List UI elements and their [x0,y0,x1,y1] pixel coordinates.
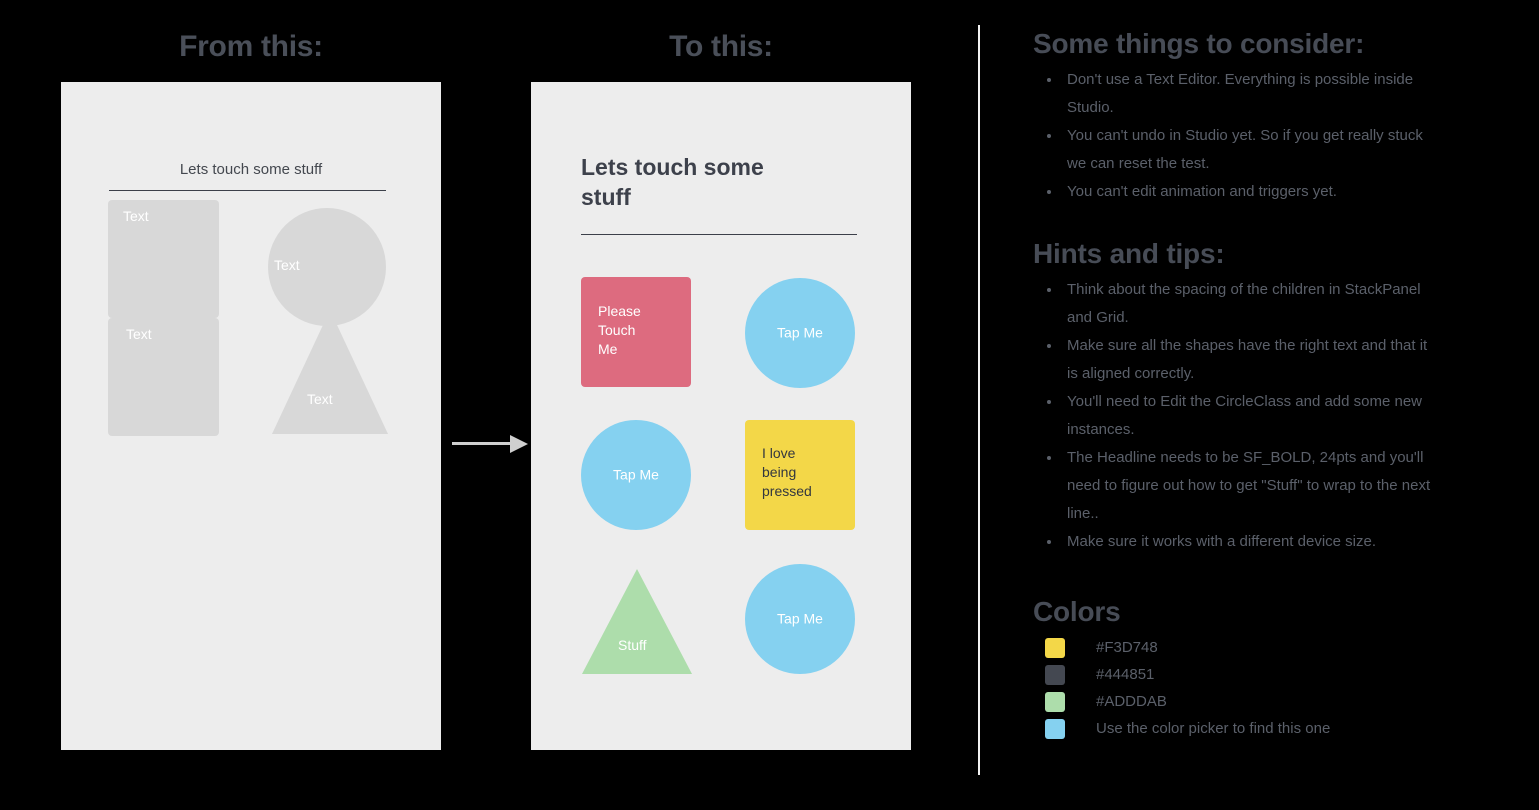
after-yellow-square-label: I love being pressed [762,445,812,499]
color-label: #ADDDAB [1096,692,1167,710]
after-green-triangle[interactable] [582,569,692,674]
color-row: #F3D748 [1033,634,1433,661]
after-blue-circle-2[interactable]: Tap Me [581,420,691,530]
consider-list: Don't use a Text Editor. Everything is p… [1033,66,1433,206]
color-swatch [1045,664,1065,685]
after-blue-circle-3-label: Tap Me [777,610,823,627]
list-item: You can't undo in Studio yet. So if you … [1047,122,1433,178]
after-blue-circle-1-label: Tap Me [777,324,823,341]
after-blue-circle-2-label: Tap Me [613,466,659,483]
before-circle-1: Text [268,208,386,326]
transform-arrow [452,435,528,453]
before-headline-divider [109,190,386,191]
consider-heading: Some things to consider: [1033,28,1365,59]
before-rect-1-label: Text [123,208,149,224]
list-item: Make sure it works with a different devi… [1047,528,1433,556]
list-item: Think about the spacing of the children … [1047,276,1433,332]
after-device-panel: Lets touch some stuff Please Touch Me Ta… [531,82,911,750]
after-headline-divider [581,234,857,235]
color-row: Use the color picker to find this one [1033,715,1433,742]
color-row: #ADDDAB [1033,688,1433,715]
list-item: Don't use a Text Editor. Everything is p… [1047,66,1433,122]
list-item: You can't edit animation and triggers ye… [1047,178,1433,206]
before-rect-2-label: Text [126,326,152,342]
after-yellow-square[interactable]: I love being pressed [745,420,855,530]
before-rect-2: Text [108,318,219,436]
color-swatch [1045,637,1065,658]
vertical-divider [978,25,980,775]
list-item: The Headline needs to be SF_BOLD, 24pts … [1047,444,1433,528]
colors-heading: Colors [1033,596,1121,627]
color-label: Use the color picker to find this one [1096,719,1331,737]
color-label: #F3D748 [1096,638,1158,656]
before-triangle-1-label: Text [307,391,333,407]
from-column-title: From this: [179,30,323,63]
list-item: You'll need to Edit the CircleClass and … [1047,388,1433,444]
before-headline: Lets touch some stuff [179,161,323,178]
to-column-title: To this: [669,30,773,63]
after-green-triangle-label: Stuff [618,637,647,653]
after-headline: Lets touch some stuff [581,154,764,210]
after-blue-circle-1[interactable]: Tap Me [745,278,855,388]
color-label: #444851 [1096,665,1155,683]
color-row: #444851 [1033,661,1433,688]
after-pink-square-label: Please Touch Me [598,303,641,357]
notes-column: Some things to consider: Don't use a Tex… [1033,28,1433,742]
color-swatch [1045,718,1065,739]
arrow-head-icon [510,435,528,453]
hints-list: Think about the spacing of the children … [1033,276,1433,556]
before-rect-1: Text [108,200,219,318]
arrow-line [452,442,512,445]
before-device-panel: Lets touch some stuff Text Text Text Tex… [61,82,441,750]
before-triangle-1 [272,310,388,434]
hints-heading: Hints and tips: [1033,238,1225,269]
after-pink-square[interactable]: Please Touch Me [581,277,691,387]
after-blue-circle-3[interactable]: Tap Me [745,564,855,674]
before-circle-1-label: Text [274,257,300,273]
list-item: Make sure all the shapes have the right … [1047,332,1433,388]
color-swatch [1045,691,1065,712]
